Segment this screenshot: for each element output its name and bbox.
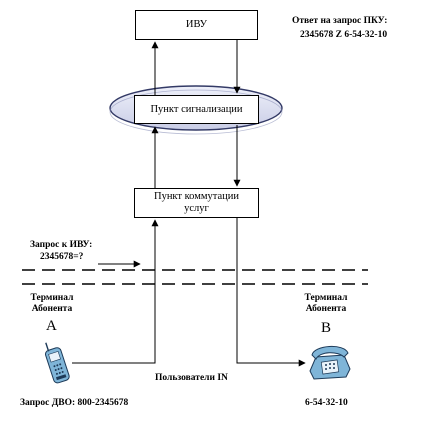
node-signal-point-label: Пункт сигнализации	[150, 103, 243, 115]
answer-title: Ответ на запрос ПКУ:	[292, 16, 388, 26]
terminal-a-letter: A	[46, 318, 57, 334]
node-signal-point: Пункт сигнализации	[134, 95, 259, 124]
link-terminal-b	[236, 218, 306, 367]
node-switch-point-label: Пункт коммутации услуг	[153, 191, 240, 214]
desk-phone-icon	[309, 346, 351, 380]
link-terminal-a	[72, 219, 159, 364]
request-title: Запрос к ИВУ:	[30, 240, 93, 250]
signal-network-ellipse-shadow	[109, 89, 283, 135]
terminal-a-label: Терминал Абонента	[30, 293, 74, 314]
users-in-label: Пользователи IN	[155, 373, 228, 383]
node-ivu: ИВУ	[135, 10, 258, 40]
answer-value: 2345678 Z 6-54-32-10	[300, 30, 388, 40]
node-ivu-label: ИВУ	[185, 19, 208, 30]
node-switch-point: Пункт коммутации услуг	[134, 188, 259, 218]
request-value: 2345678=?	[40, 252, 84, 262]
terminal-b-label: Терминал Абонента	[304, 293, 348, 314]
terminal-b-letter: B	[321, 320, 332, 336]
b-number-label: 6-54-32-10	[305, 398, 348, 408]
mobile-phone-icon	[45, 342, 70, 384]
request-dvo-label: Запрос ДВО: 800-2345678	[20, 398, 129, 408]
